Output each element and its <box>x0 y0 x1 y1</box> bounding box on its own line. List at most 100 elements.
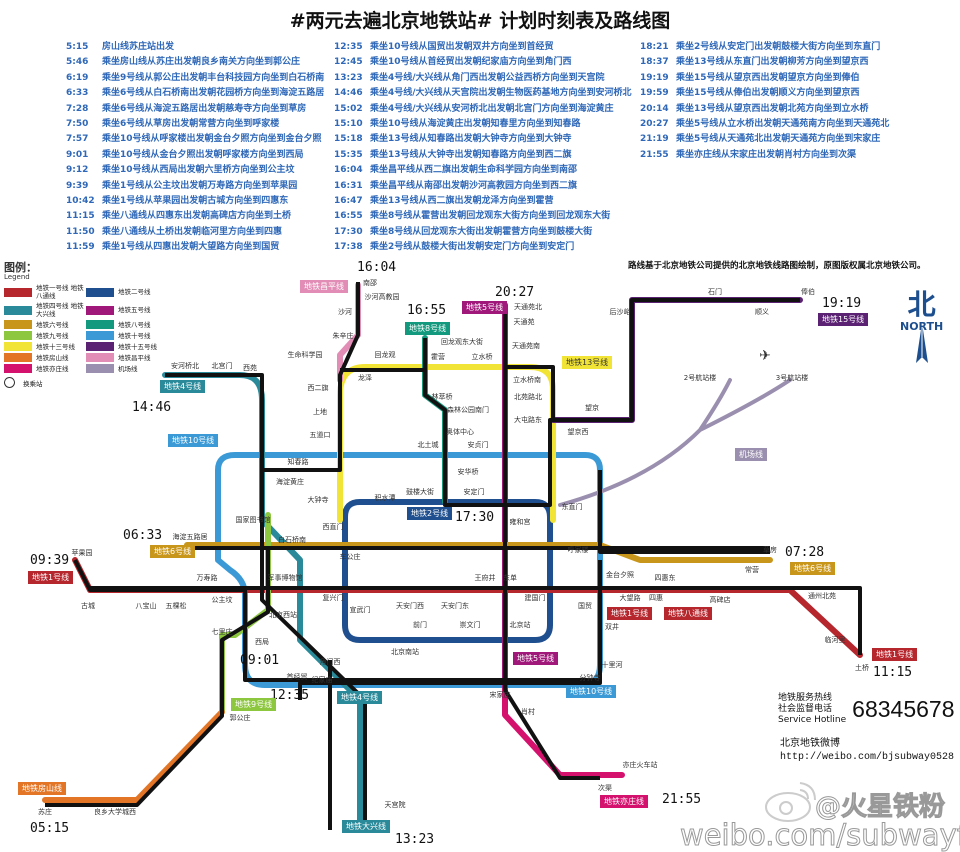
schedule-time: 11:59 <box>66 242 95 253</box>
station-label: 国家图书馆 <box>235 516 271 524</box>
station-label: 海淀黄庄 <box>276 478 304 486</box>
schedule-time: 6:19 <box>66 72 89 83</box>
station-label: 立水桥 <box>471 353 493 361</box>
schedule-time: 20:27 <box>640 119 669 130</box>
schedule-step: 房山线苏庄站出发 <box>102 42 175 52</box>
schedule-time: 11:15 <box>66 211 95 222</box>
station-label: 安贞门 <box>467 441 489 449</box>
station-label: 立水桥南 <box>513 376 541 384</box>
schedule-time: 15:18 <box>334 134 363 145</box>
station-label: 临河里 <box>824 636 846 644</box>
legend-item: 地铁十五号线 <box>86 342 166 351</box>
station-label: 古城 <box>81 602 95 610</box>
legend-label: 地铁亦庄线 <box>36 364 69 373</box>
station-label: 次渠 <box>598 784 612 792</box>
legend-label: 地铁八号线 <box>118 320 151 329</box>
schedule-step: 乘坐8号线从霍营出发朝回龙观东大街方向坐到回龙观东大街 <box>370 211 611 222</box>
station-label: 天通苑南 <box>512 342 540 350</box>
line-badge: 地铁9号线 <box>231 698 277 711</box>
station-label: 十里河 <box>601 661 623 669</box>
legend-title: 图例： <box>4 261 37 274</box>
station-label: 五道口 <box>309 431 331 439</box>
station-label: 2号航站楼 <box>683 374 717 382</box>
schedule-step: 乘坐15号线从俸伯出发朝顺义方向坐到望京西 <box>676 88 860 99</box>
station-label: 西直门 <box>322 523 344 531</box>
station-label: 南邵 <box>363 279 377 287</box>
weibo-link[interactable]: http://weibo.com/bjsubway0528 <box>780 752 955 763</box>
station-label: 白石桥南 <box>278 536 306 544</box>
line-badge: 地铁13号线 <box>562 356 613 369</box>
station-label: 土桥 <box>855 664 869 672</box>
legend-label: 地铁十五号线 <box>118 342 157 351</box>
schedule-step: 乘坐1号线从公主坟出发朝万寿路方向坐到苹果园 <box>102 180 298 191</box>
schedule-time: 9:01 <box>66 149 89 160</box>
station-label: 建国门 <box>524 594 546 602</box>
legend-item: 地铁九号线 <box>4 331 86 340</box>
station-label: 七里庄 <box>211 628 233 636</box>
line-badge: 地铁4号线 <box>160 380 206 393</box>
station-label: 大屯路东 <box>514 416 542 424</box>
station-label: 纪家庙 <box>311 676 333 684</box>
station-label: 回龙观 <box>374 351 396 359</box>
line-badge: 地铁5号线 <box>462 301 508 314</box>
schedule-step: 乘坐房山线从苏庄出发朝良乡南关方向坐到郭公庄 <box>102 57 301 68</box>
schedule-time: 15:10 <box>334 119 363 130</box>
line-badge: 地铁2号线 <box>407 507 453 520</box>
schedule-time: 12:45 <box>334 57 363 68</box>
legend-transfer: 换乘站 <box>4 377 166 388</box>
station-label: 四惠 <box>649 594 663 602</box>
station-label: 双井 <box>605 623 619 631</box>
legend-label: 地铁五号线 <box>118 306 151 314</box>
schedule-step: 乘坐2号线从安定门出发朝鼓楼大街方向坐到东直门 <box>676 42 881 52</box>
schedule-step: 乘坐昌平线从西二旗出发朝生命科学园方向坐到南邵 <box>370 165 578 176</box>
line-airport <box>558 378 792 507</box>
schedule-time: 11:50 <box>66 226 95 237</box>
transfer-label: 换乘站 <box>23 379 43 388</box>
legend-swatch <box>86 353 114 362</box>
schedule-time: 7:28 <box>66 103 89 114</box>
station-label: 大钟寺 <box>307 496 329 504</box>
line-badge: 地铁房山线 <box>18 782 66 795</box>
time-label: 21:55 <box>662 792 702 807</box>
line-2 <box>342 499 553 643</box>
station-label: 奥体中心 <box>446 428 474 436</box>
station-label: 西苑 <box>243 364 257 372</box>
station-label: 森林公园南门 <box>447 406 489 414</box>
schedule-step: 乘坐4号线/大兴线从安河桥北出发朝北宫门方向坐到海淀黄庄 <box>370 103 614 114</box>
station-label: 石门 <box>708 288 722 296</box>
legend-label: 地铁二号线 <box>118 288 151 296</box>
time-label: 16:55 <box>407 303 447 318</box>
station-label: 西二旗 <box>307 384 329 392</box>
station-label: 大望路 <box>619 594 641 602</box>
line-badge: 地铁4号线 <box>337 691 383 704</box>
time-label: 11:15 <box>873 665 913 680</box>
station-label: 东单 <box>503 574 517 582</box>
time-label: 07:28 <box>785 545 825 560</box>
legend-swatch <box>4 353 32 362</box>
schedule-time: 20:14 <box>640 103 669 114</box>
station-label: 西局 <box>255 638 269 646</box>
station-label: 分钟寺 <box>579 674 601 682</box>
legend-swatch <box>86 342 114 351</box>
station-label: 3号航站楼 <box>775 374 809 382</box>
station-label: 郭公庄 <box>229 714 251 722</box>
schedule-time: 16:55 <box>334 211 363 222</box>
schedule-step: 乘坐八通线从四惠东出发朝高碑店方向坐到土桥 <box>102 211 292 222</box>
schedule-step: 乘坐5号线从天通苑北出发朝天通苑方向坐到宋家庄 <box>676 134 881 145</box>
schedule-time: 7:50 <box>66 119 89 130</box>
schedule-step: 乘坐昌平线从南邵出发朝沙河高教园方向坐到西二旗 <box>370 180 578 191</box>
legend-label: 地铁十三号线 <box>36 342 75 351</box>
legend-item: 地铁昌平线 <box>86 353 166 362</box>
